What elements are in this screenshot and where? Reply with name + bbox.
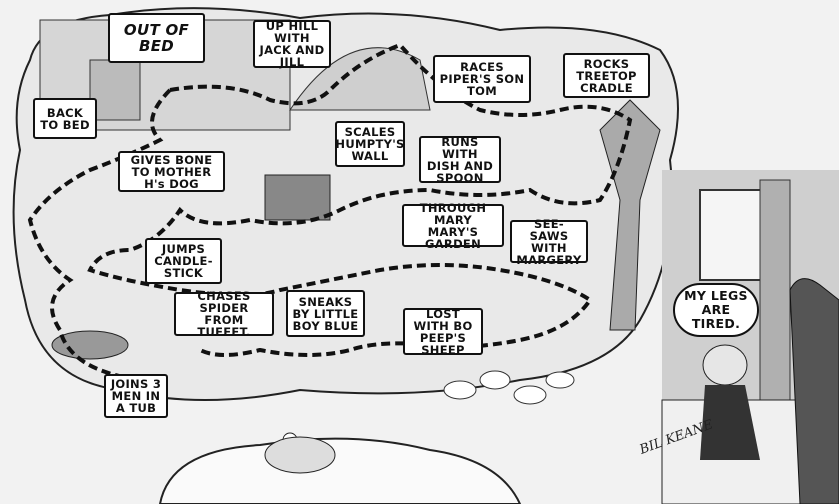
label-sneaks: SNEAKS BY LITTLE BOY BLUE: [286, 290, 365, 337]
child-body: [700, 385, 760, 460]
label-chases: CHASES SPIDER FROM TUFFET.: [174, 290, 274, 338]
label-lost: LOST WITH BO PEEP'S SHEEP: [403, 308, 483, 356]
child-head: [702, 344, 748, 386]
tree: [599, 99, 661, 331]
sheep: [443, 370, 575, 405]
label-out-of-bed: OUT OF BED: [108, 13, 205, 63]
label-back-to-bed: BACK TO BED: [33, 98, 97, 139]
label-runs: RUNS WITH DISH AND SPOON: [419, 136, 501, 184]
label-races: RACES PIPER'S SON TOM: [433, 55, 531, 103]
humpty-wall: [264, 174, 331, 221]
label-gives-bone: GIVES BONE TO MOTHER H's DOG: [118, 151, 225, 192]
label-see-saws: SEE-SAWS WITH MARGERY: [510, 218, 588, 266]
label-jumps: JUMPS CANDLE-STICK: [145, 238, 222, 284]
bed-sleeping-child: [158, 437, 522, 504]
sleeping-child-head: [264, 436, 336, 474]
parent-figure: [789, 278, 839, 504]
label-joins: JOINS 3 MEN IN A TUB: [104, 374, 168, 418]
label-scales: SCALES HUMPTY'S WALL: [335, 121, 405, 167]
label-through: THROUGH MARY MARY'S GARDEN: [402, 202, 504, 250]
house-door: [89, 59, 141, 121]
label-up-hill: UP HILL WITH JACK AND JILL: [253, 20, 331, 68]
speech-bubble: MY LEGS ARE TIRED.: [673, 283, 759, 337]
label-rocks: ROCKS TREETOP CRADLE: [563, 53, 650, 98]
